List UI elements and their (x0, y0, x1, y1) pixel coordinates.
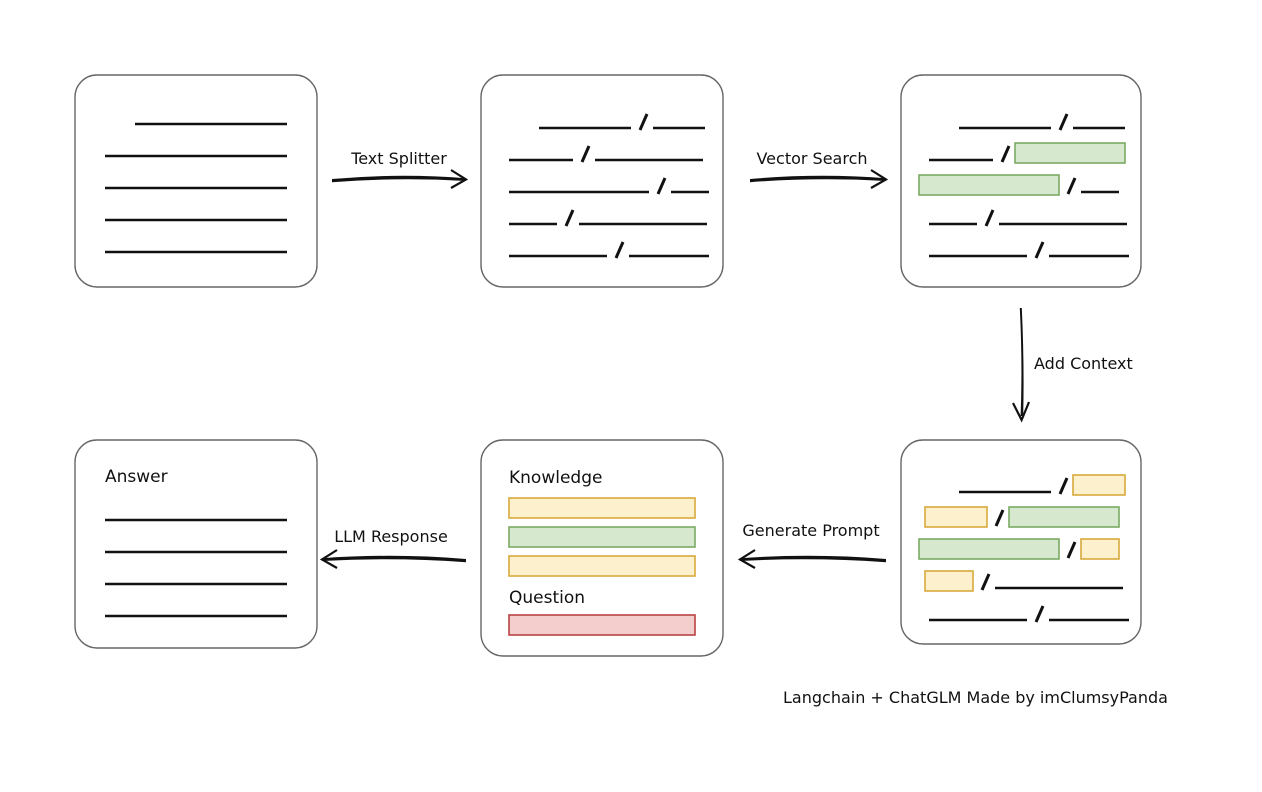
highlight-bar-yellow (924, 506, 988, 528)
slash-separator (656, 177, 667, 195)
arrow-generate-prompt-label: Generate Prompt (742, 521, 879, 540)
slash-separator (984, 209, 995, 227)
text-row (509, 145, 703, 163)
arrow-vector-search (750, 169, 889, 189)
highlight-bar-yellow (924, 570, 974, 592)
question-label: Question (509, 588, 585, 608)
slash-separator (614, 241, 625, 259)
highlight-bar-yellow (1080, 538, 1120, 560)
answer-box (74, 439, 318, 649)
knowledge-bar-green (508, 526, 696, 548)
knowledge-bar-yellow (508, 555, 696, 577)
arrow-head (737, 549, 756, 569)
arrow-head (1012, 401, 1031, 423)
slash-separator (1000, 145, 1011, 163)
arrow-text-splitter-label: Text Splitter (350, 149, 447, 168)
arrow-llm-response-label: LLM Response (334, 527, 448, 546)
arrow-shaft (322, 555, 466, 563)
highlight-bar-green (1008, 506, 1120, 528)
text-row (509, 209, 707, 227)
text-row (509, 177, 709, 195)
text-row (959, 113, 1125, 131)
highlight-bar-green (918, 538, 1060, 560)
arrow-shaft (332, 175, 466, 183)
text-row (918, 174, 1119, 196)
prompt-box (480, 439, 724, 657)
text-row (924, 570, 1123, 592)
slash-separator (638, 113, 649, 131)
text-row (929, 209, 1127, 227)
arrow-shaft (750, 175, 886, 183)
arrow-shaft (1019, 308, 1024, 416)
arrow-head (870, 169, 889, 189)
diagram-caption: Langchain + ChatGLM Made by imClumsyPand… (783, 688, 1168, 707)
arrow-head (319, 549, 338, 569)
arrow-llm-response (319, 549, 466, 569)
question-bar-red (508, 614, 696, 636)
highlight-bar-green (918, 174, 1060, 196)
text-row (918, 538, 1120, 560)
answer-title: Answer (105, 467, 168, 487)
arrow-add-context (1012, 308, 1031, 423)
slash-separator (1066, 541, 1077, 559)
slash-separator (1058, 477, 1069, 495)
arrows-layer (319, 169, 1031, 569)
source-document-box (74, 74, 318, 288)
slash-separator (980, 573, 991, 591)
text-row (929, 142, 1126, 164)
arrow-add-context-label: Add Context (1034, 354, 1133, 373)
slash-separator (994, 509, 1005, 527)
slash-separator (1058, 113, 1069, 131)
knowledge-label: Knowledge (509, 468, 602, 488)
highlight-bar-green (1014, 142, 1126, 164)
text-row (539, 113, 705, 131)
slash-separator (564, 209, 575, 227)
highlight-bar-yellow (1072, 474, 1126, 496)
arrow-head (450, 169, 469, 189)
arrow-text-splitter (332, 169, 469, 189)
text-row (929, 605, 1129, 623)
text-row (924, 506, 1120, 528)
box-contents-layer (105, 113, 1129, 636)
arrow-generate-prompt (737, 549, 886, 569)
arrow-vector-search-label: Vector Search (756, 149, 867, 168)
slash-separator (1034, 241, 1045, 259)
text-row (959, 474, 1126, 496)
arrow-shaft (740, 555, 886, 563)
knowledge-bar-yellow (508, 497, 696, 519)
text-row (929, 241, 1129, 259)
slash-separator (1066, 177, 1077, 195)
text-row (509, 241, 709, 259)
slash-separator (1034, 605, 1045, 623)
slash-separator (580, 145, 591, 163)
